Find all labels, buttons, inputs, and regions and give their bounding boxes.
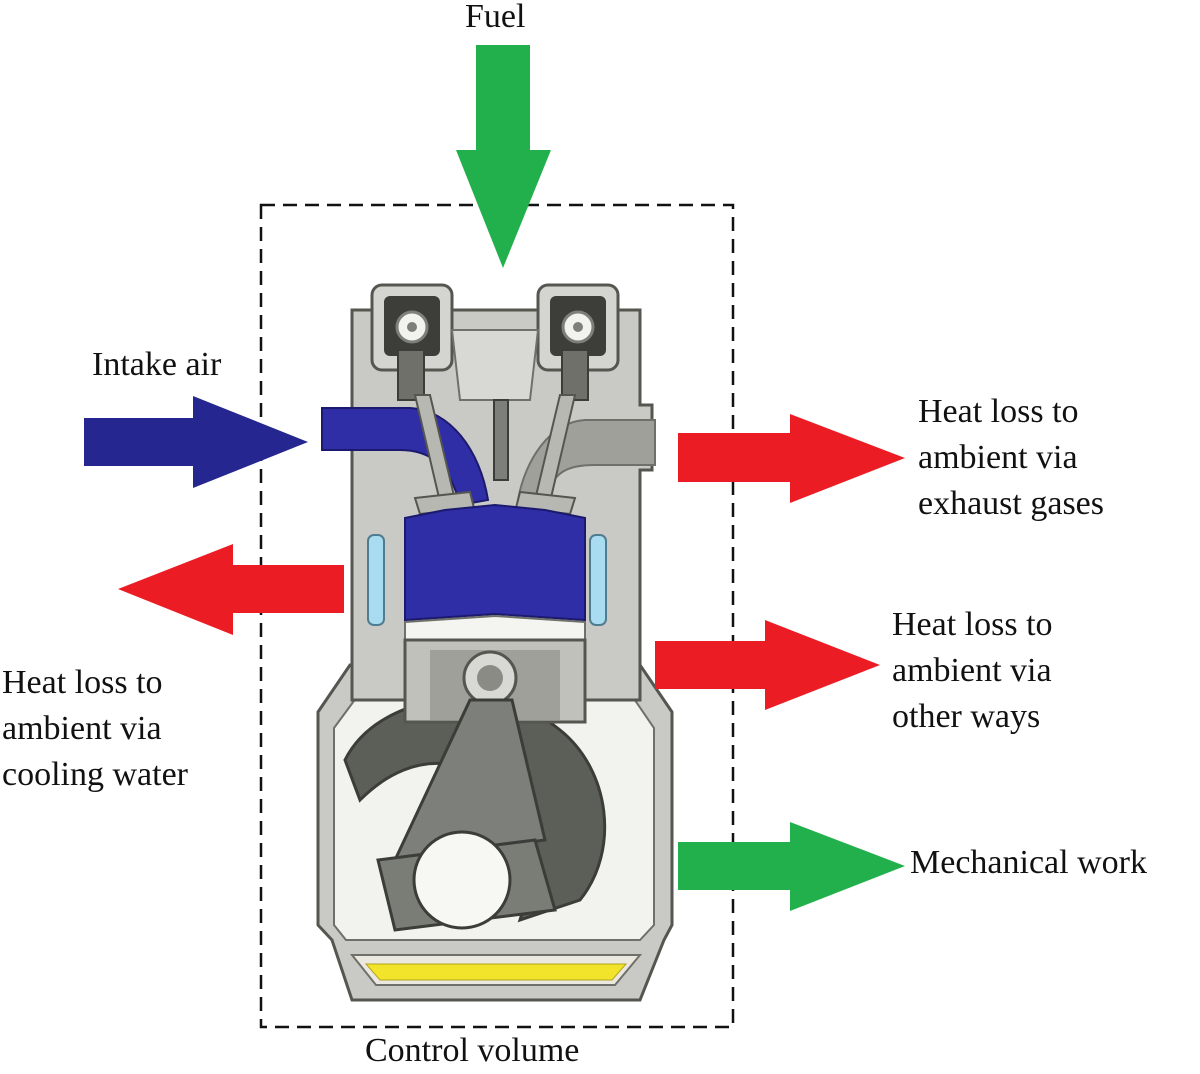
other-heat-loss-line-1: Heat loss to [892, 606, 1053, 643]
coolant-jacket-right [589, 534, 607, 626]
spark-plug [493, 399, 509, 481]
exhaust-loss-arrow-icon [678, 414, 905, 503]
cooling-loss-arrow-icon [118, 544, 344, 635]
exhaust-heat-loss-line-2: ambient via [918, 439, 1078, 476]
cooling-heat-loss-line-3: cooling water [2, 756, 188, 793]
exhaust-valve [514, 349, 589, 516]
other-heat-loss-line-3: other ways [892, 698, 1041, 735]
fuel-arrow-icon [456, 45, 551, 268]
connecting-rod [376, 698, 557, 932]
control-volume-label: Control volume [365, 1032, 580, 1069]
cooling-heat-loss-line-1: Heat loss to [2, 664, 163, 701]
crank-journal [412, 830, 512, 930]
other-loss-arrow-icon [655, 620, 880, 710]
coolant-jacket-left [367, 534, 385, 626]
exhaust-heat-loss-line-3: exhaust gases [918, 485, 1105, 522]
intake-port [321, 407, 490, 507]
mechanical-work-label: Mechanical work [910, 844, 1147, 881]
other-heat-loss-line-2: ambient via [892, 652, 1052, 689]
oil-level [364, 963, 628, 981]
cooling-heat-loss-label: Heat loss to ambient via cooling water [2, 660, 188, 798]
fuel-label: Fuel [465, 0, 526, 35]
exhaust-heat-loss-label: Heat loss to ambient via exhaust gases [918, 389, 1104, 527]
intake-air-label: Intake air [92, 346, 222, 383]
cooling-heat-loss-line-2: ambient via [2, 710, 162, 747]
exhaust-heat-loss-line-1: Heat loss to [918, 393, 1079, 430]
mechanical-work-arrow-icon [678, 822, 905, 911]
engine-cylinder-illustration [316, 283, 674, 1002]
intake-air-arrow-icon [84, 396, 308, 488]
control-volume-boundary [259, 203, 735, 1029]
other-heat-loss-label: Heat loss to ambient via other ways [892, 602, 1053, 740]
combustion-charge [404, 503, 586, 622]
